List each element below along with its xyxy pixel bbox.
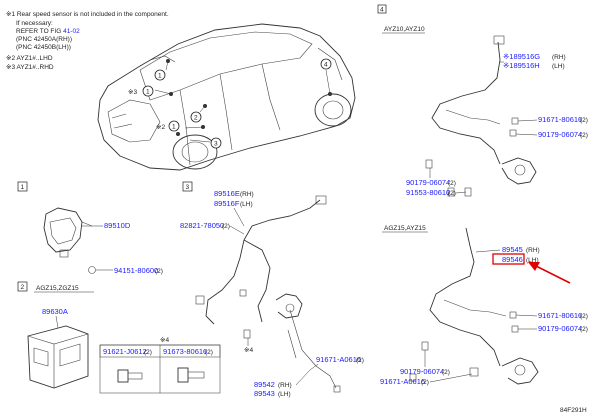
section-1-label: 1: [21, 184, 25, 191]
note-1-line-5: (PNC 42450B(LH)): [16, 44, 71, 51]
part-91673-80616-qty: (2): [205, 349, 213, 356]
highlight-arrow: [535, 265, 571, 284]
section-4-variant-a: AYZ10,AYZ10: [384, 26, 425, 33]
callout-2-car[interactable]: [190, 111, 202, 123]
part-89542-side: (RH): [278, 382, 292, 389]
section-4-label: 4: [380, 7, 384, 14]
part-89516F-side: (LH): [240, 201, 253, 208]
section-1-box: [17, 181, 28, 192]
callout-2-car-label: 2: [194, 115, 198, 122]
part-91671-80616-c-qty: (2): [580, 313, 588, 320]
part-82821-78050-qty: (2): [222, 223, 230, 230]
part-82821-78050[interactable]: 82821-78050: [180, 221, 224, 230]
part-91671-A0616-a-qty: (2): [356, 357, 364, 364]
callout-1-car-label: 1: [158, 73, 162, 80]
part-89545[interactable]: 89545: [502, 245, 523, 254]
callout-2-prefix: ※2: [156, 124, 165, 131]
bolt-91673: [177, 367, 205, 383]
part-91671-80616-c[interactable]: 91671-80616: [538, 311, 582, 320]
part-91673-80616[interactable]: 91673-80616: [163, 347, 207, 356]
part-91553-80610[interactable]: 91553-80610: [406, 188, 450, 197]
callout-1c-car[interactable]: [168, 120, 180, 132]
part-90179-06074-d-qty: (2): [442, 369, 450, 376]
section-2-box: [17, 281, 28, 292]
part-89543[interactable]: 89543: [254, 389, 275, 398]
bolt-91621: [117, 369, 143, 383]
part-89516H-side: (LH): [552, 63, 565, 70]
part-89516E-side: (RH): [240, 191, 254, 198]
note-1-line-1: ※1 Rear speed sensor is not included in …: [6, 11, 169, 18]
part-90179-06074-c-qty: (2): [580, 326, 588, 333]
note-3: ※3 AYZ1#..RHD: [6, 64, 54, 71]
fig-link[interactable]: 41-02: [63, 28, 80, 35]
part-89516G-side: (RH): [552, 54, 566, 61]
note-1-line-3: REFER TO FIG 41-02: [16, 28, 80, 35]
part-89542[interactable]: 89542: [254, 380, 275, 389]
callout-3-car[interactable]: [210, 137, 222, 149]
part-91671-A0616-d-qty: (2): [421, 379, 429, 386]
part-90179-06074-b[interactable]: 90179-06074: [406, 178, 450, 187]
part-91671-80616-a[interactable]: 91671-80616: [538, 115, 582, 124]
section-2-label: 2: [21, 284, 25, 291]
part-89516G[interactable]: ※189516G: [503, 52, 540, 61]
section-4-box: [377, 4, 387, 14]
part-90179-06074-b-qty: (2): [448, 180, 456, 187]
part-89516F[interactable]: 89516F: [214, 199, 240, 208]
part-90179-06074-c[interactable]: 90179-06074: [538, 324, 582, 333]
section-3-tag: ※4: [244, 347, 253, 354]
part-89516E[interactable]: 89516E: [214, 189, 240, 198]
part-89546-side: (LH): [526, 257, 539, 264]
part-90179-06074-d[interactable]: 90179-06074: [400, 367, 444, 376]
part-89545-side: (RH): [526, 247, 540, 254]
section-3-label: 3: [186, 184, 190, 191]
figure-id: 84F291H: [560, 407, 587, 414]
section-3-box: [182, 181, 193, 192]
rear-harness-b: [409, 227, 539, 385]
callout-1b-car-label: 1: [146, 89, 150, 96]
part-91553-80610-qty: (2): [448, 190, 456, 197]
car-illustration: [97, 23, 356, 171]
part-91671-A0616-a[interactable]: 91671-A0616: [316, 355, 361, 364]
callout-3-car-label: 3: [214, 141, 218, 148]
part-91621-J0612-qty: (2): [144, 349, 152, 356]
note-1-line-4: (PNC 42450A(RH)): [16, 36, 72, 43]
part-89546[interactable]: 89546: [502, 255, 523, 264]
part-89630A[interactable]: 89630A: [42, 307, 68, 316]
ecu-89630A: [27, 325, 89, 389]
highlight-arrow-head: [528, 262, 540, 271]
part-94151-80600[interactable]: 94151-80600: [114, 266, 158, 275]
part-89543-side: (LH): [278, 391, 291, 398]
callout-3-prefix: ※3: [128, 89, 137, 96]
rear-harness-a: [425, 35, 537, 197]
note-2: ※2 AYZ1#..LHD: [6, 55, 53, 62]
note-1-line-2: If necessary:: [16, 20, 53, 27]
part-91621-J0612[interactable]: 91621-J0612: [103, 347, 147, 356]
part-89510D[interactable]: 89510D: [104, 221, 131, 230]
part-94151-80600-qty: (2): [155, 268, 163, 275]
callout-1b-car[interactable]: [142, 85, 154, 97]
part-91671-80616-a-qty: (2): [580, 117, 588, 124]
part-89516H[interactable]: ※189516H: [503, 61, 540, 70]
callout-1-car[interactable]: [154, 69, 166, 81]
section-2-variant: AGZ15,ZGZ15: [36, 285, 79, 292]
front-harness: [195, 195, 341, 393]
sensor-89510D: [43, 207, 93, 258]
part-91671-A0616-d[interactable]: 91671-A0616: [380, 377, 425, 386]
highlight-89546-box: [492, 253, 525, 265]
callout-1c-car-label: 1: [172, 124, 176, 131]
part-90179-06074-a-qty: (2): [580, 132, 588, 139]
section-4-variant-b: AGZ15,AYZ15: [384, 225, 426, 232]
callout-4-car-label: 4: [324, 62, 328, 69]
bolts-tag: ※4: [160, 337, 169, 344]
callout-4-car[interactable]: [320, 58, 332, 70]
part-90179-06074-a[interactable]: 90179-06074: [538, 130, 582, 139]
